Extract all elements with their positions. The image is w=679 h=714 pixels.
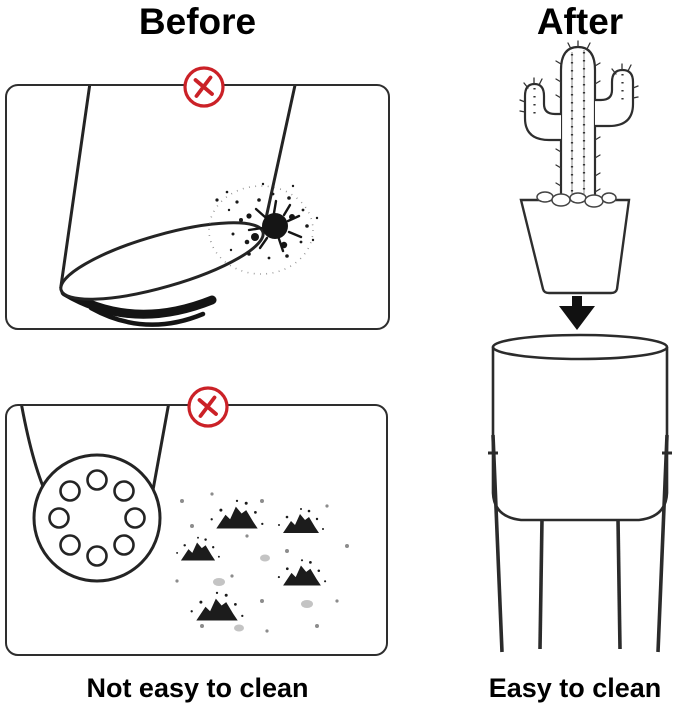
- prohibited-icon: [180, 63, 228, 111]
- arrow-down-icon: [557, 296, 597, 337]
- before-caption: Not easy to clean: [86, 673, 309, 703]
- spilled-pot-illustration: [59, 86, 319, 327]
- before-panel-dirt: [5, 404, 388, 656]
- after-title: After: [536, 1, 624, 42]
- after-caption: Easy to clean: [488, 673, 662, 703]
- planter-stand-illustration: [485, 333, 675, 665]
- dirty-pot-illustration: [20, 406, 349, 633]
- cactus-planter-illustration: [495, 40, 665, 300]
- before-panel-spill: [5, 84, 390, 330]
- before-title: Before: [138, 1, 257, 42]
- prohibited-icon: [184, 383, 232, 431]
